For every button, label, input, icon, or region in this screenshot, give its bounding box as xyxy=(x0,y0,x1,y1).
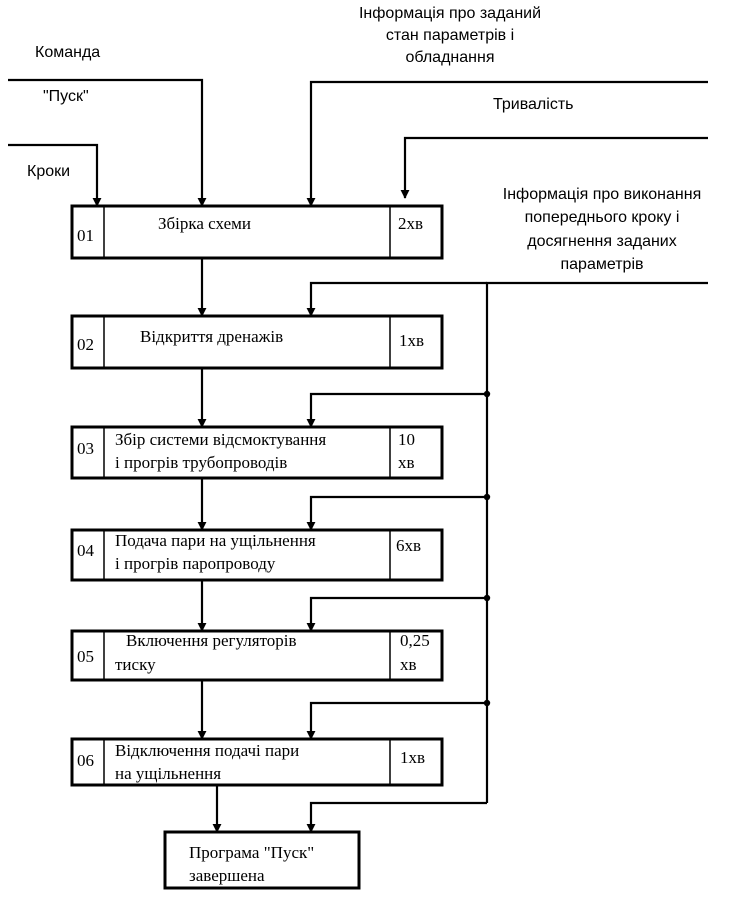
prev-info-label-line4: параметрів xyxy=(560,256,644,273)
step-title-line1: Відключення подачі пари xyxy=(115,741,300,760)
bus-branch-step-03 xyxy=(306,392,487,428)
step-box-02 xyxy=(70,314,444,370)
step-box-03 xyxy=(70,425,444,480)
step-duration-line2: хв xyxy=(398,453,415,472)
duration-input-line xyxy=(400,136,708,199)
prev-info-bus-line xyxy=(485,281,708,803)
final-box xyxy=(163,830,361,890)
step-box-01 xyxy=(70,204,444,260)
state-info-label-line2: стан параметрів і xyxy=(385,27,515,44)
step-duration-line1: 10 xyxy=(398,430,415,449)
step-title: Відкриття дренажів xyxy=(140,327,284,346)
step-box-05 xyxy=(70,629,444,682)
step-duration: 2хв xyxy=(398,214,424,233)
step-title-line1: Подача пари на ущільнення xyxy=(115,531,316,550)
step-title-line2: і прогрів трубопроводів xyxy=(115,453,288,472)
bus-junction-dot xyxy=(483,699,491,707)
bus-branch-final xyxy=(306,801,487,833)
command-label-line1: Команда xyxy=(35,44,101,61)
step-title: Збірка схеми xyxy=(158,214,251,233)
bus-branch-step-05 xyxy=(306,596,487,632)
state-info-label-line1: Інформація про заданий xyxy=(358,5,542,22)
command-label-line2: "Пуск" xyxy=(43,88,89,105)
final-text-line2: завершена xyxy=(189,866,265,885)
step-number: 04 xyxy=(77,541,94,560)
step-number: 03 xyxy=(77,439,94,458)
step-title-line2: тиску xyxy=(115,655,156,674)
duration-label: Тривалість xyxy=(493,96,574,113)
bus-junction-dot xyxy=(483,594,491,602)
bus-branch-step-04 xyxy=(306,495,487,531)
step-box-06 xyxy=(70,737,444,787)
bus-branch-step-06 xyxy=(306,701,487,740)
prev-info-label-line1: Інформація про виконання xyxy=(502,186,702,203)
step-duration: 6хв xyxy=(396,536,422,555)
bus-junction-dot xyxy=(483,390,491,398)
state-info-input-line xyxy=(306,80,708,207)
step-duration-line2: хв xyxy=(400,655,417,674)
step-duration: 1хв xyxy=(399,331,425,350)
step-title-line1: Включення регуляторів xyxy=(126,631,297,650)
step-duration-line1: 0,25 xyxy=(400,631,430,650)
step-number: 06 xyxy=(77,751,94,770)
state-info-label-line3: обладнання xyxy=(405,49,495,66)
bus-junction-dot xyxy=(483,493,491,501)
steps-label: Кроки xyxy=(27,163,71,180)
step-number: 01 xyxy=(77,226,94,245)
step-title-line2: і прогрів паропроводу xyxy=(115,554,276,573)
step-box-04 xyxy=(70,528,444,582)
bus-branch-step-02 xyxy=(306,281,487,317)
step-duration: 1хв xyxy=(400,748,426,767)
step-title-line2: на ущільнення xyxy=(115,764,222,783)
step-number: 05 xyxy=(77,647,94,666)
step-number: 02 xyxy=(77,335,94,354)
prev-info-label-line3: досягнення заданих xyxy=(527,233,677,250)
final-text-line1: Програма "Пуск" xyxy=(189,843,315,862)
steps-input-line xyxy=(8,143,102,207)
command-input-line xyxy=(8,78,207,207)
prev-info-label-line2: попереднього кроку і xyxy=(524,209,680,226)
step-title-line1: Збір системи відсмоктування xyxy=(115,430,327,449)
